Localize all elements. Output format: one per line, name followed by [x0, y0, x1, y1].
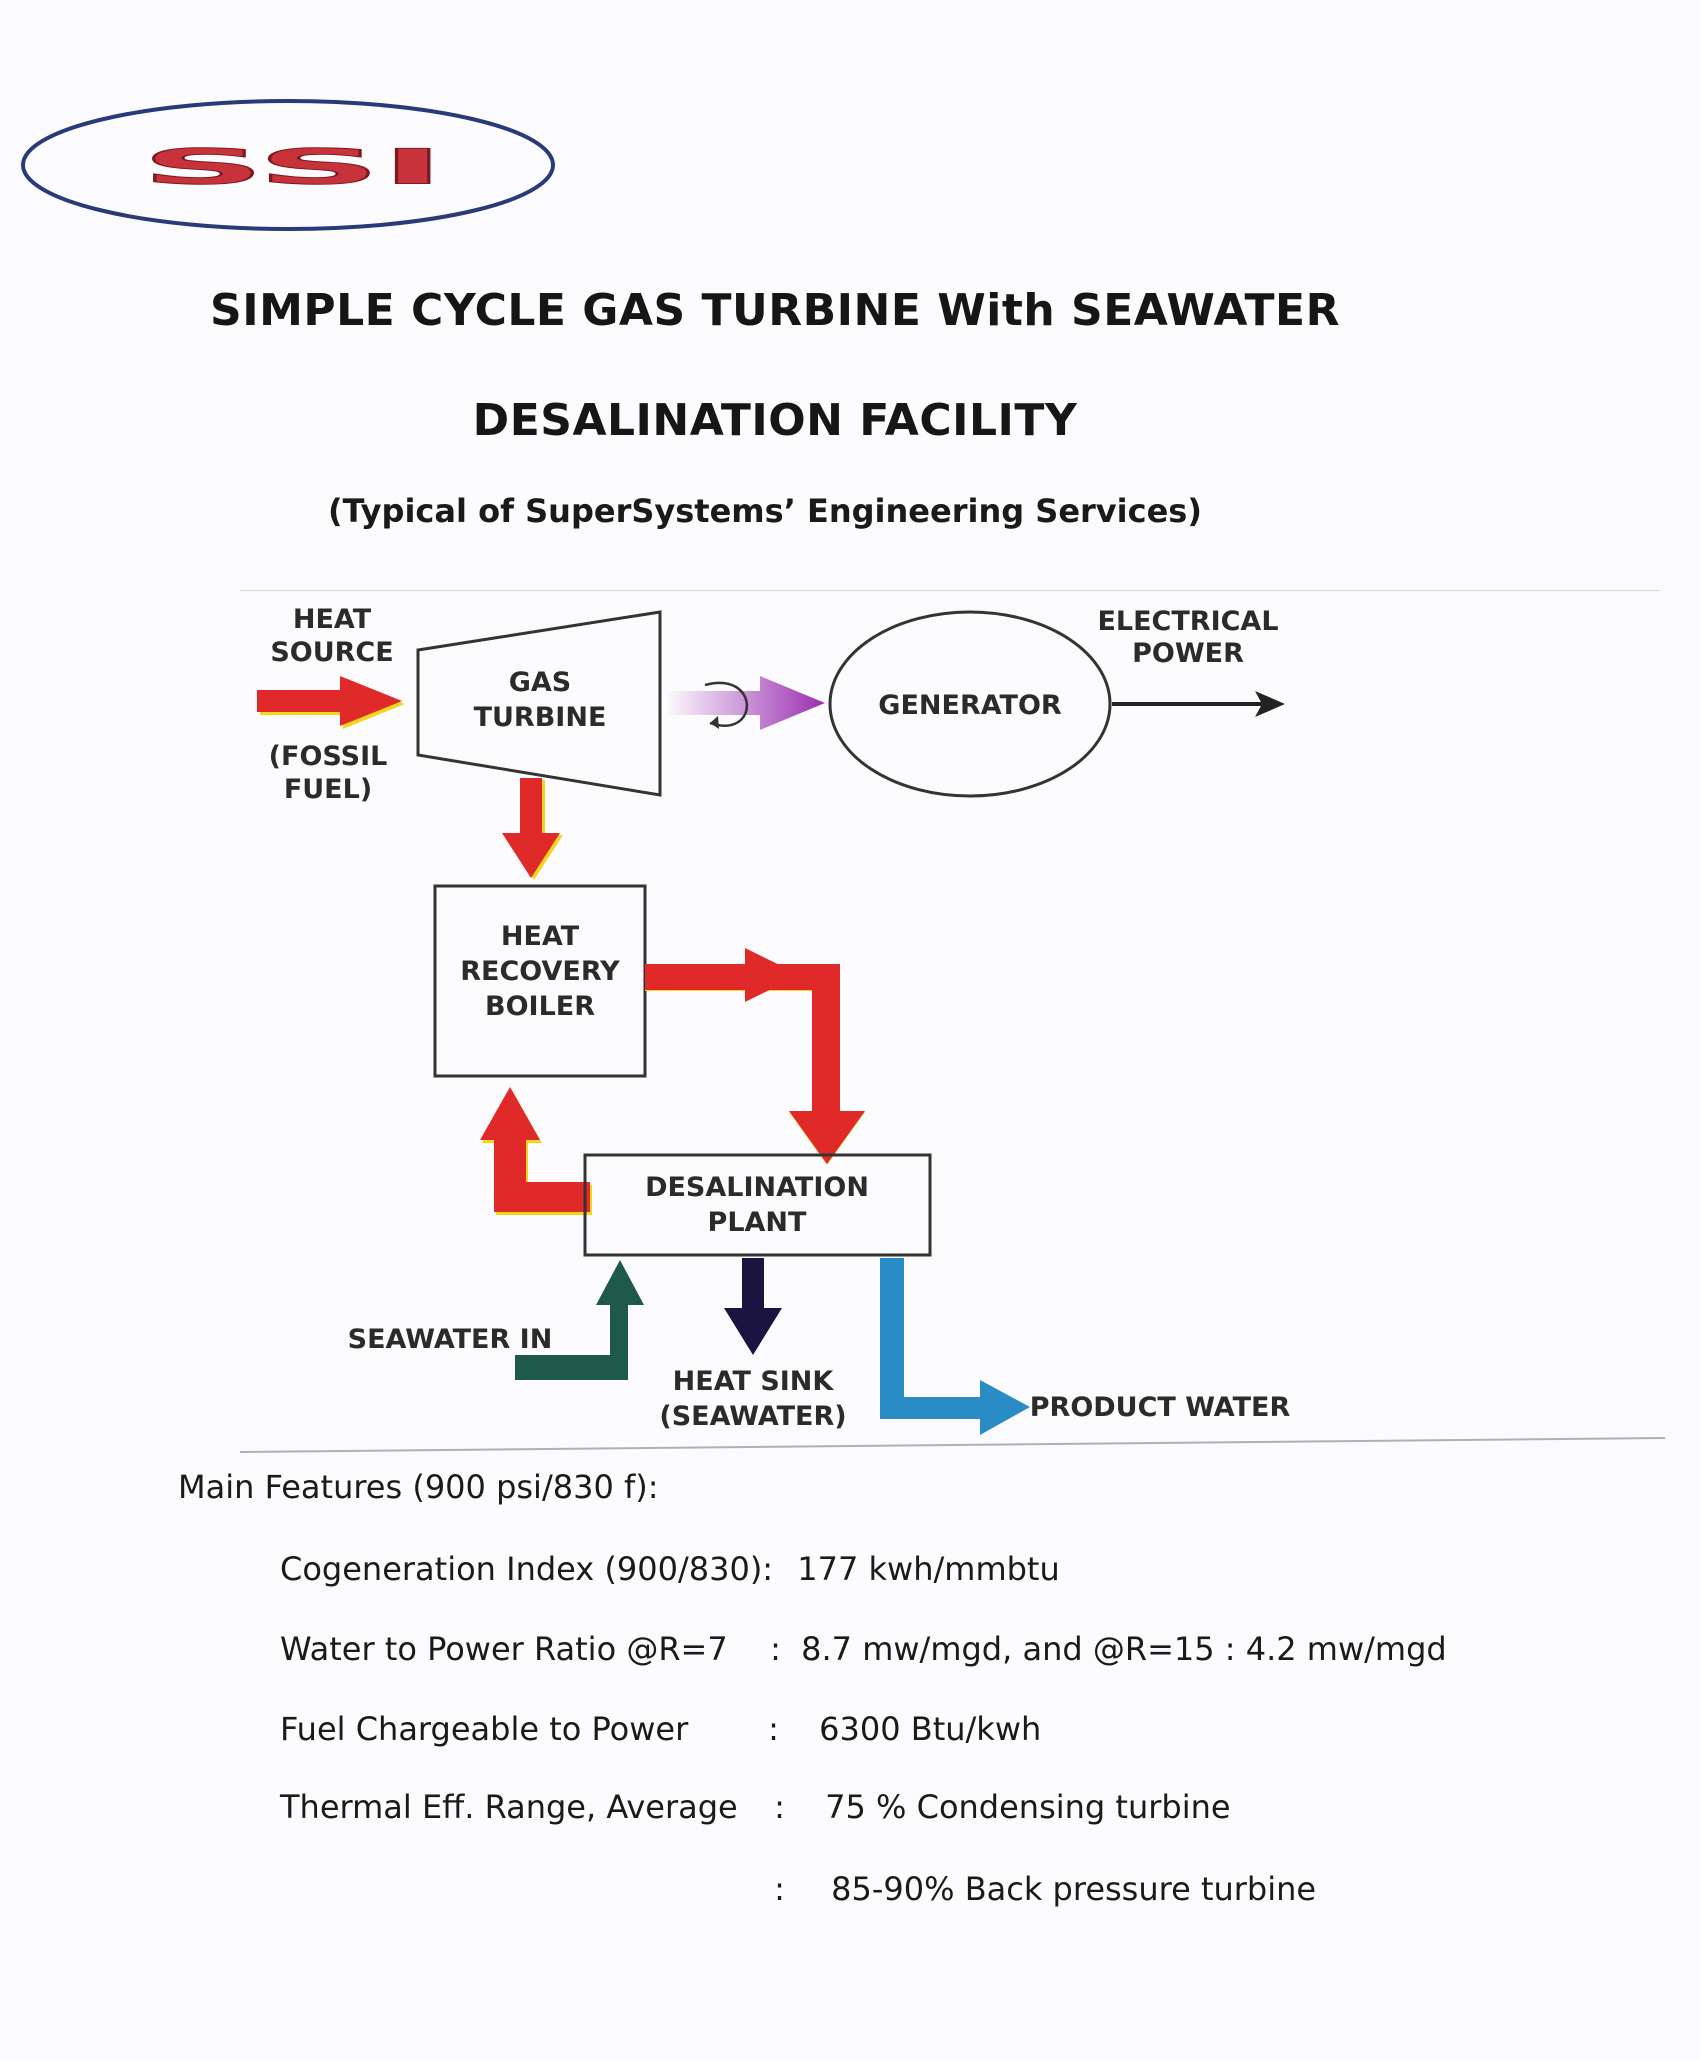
feature-separator: : [774, 1788, 785, 1826]
feature-row-thermal-eff-2: : 85-90% Back pressure turbine [280, 1870, 1316, 1908]
desalination-plant-label-2: PLANT [708, 1207, 807, 1238]
desalination-plant-label-1: DESALINATION [645, 1172, 869, 1203]
steam-arrow [645, 948, 865, 1165]
page-title-line1: SIMPLE CYCLE GAS TURBINE With SEAWATER [210, 285, 1340, 336]
product-water-label: PRODUCT WATER [1030, 1392, 1291, 1423]
feature-row-thermal-eff: Thermal Eff. Range, Average : 75 % Conde… [280, 1788, 1231, 1826]
heat-recovery-boiler-label-2: RECOVERY [460, 956, 620, 987]
process-diagram: HEAT SOURCE (FOSSIL FUEL) GAS TURBINE GE… [240, 590, 1666, 1453]
feature-separator: : [770, 1630, 781, 1668]
page-title-line2: DESALINATION FACILITY [472, 395, 1078, 446]
condensate-return-arrow [480, 1087, 592, 1215]
gas-turbine-label-1: GAS [509, 667, 572, 698]
feature-value: 85-90% Back pressure turbine [831, 1870, 1317, 1908]
heat-recovery-boiler-label-3: BOILER [485, 991, 595, 1022]
gas-turbine-shape [416, 610, 662, 797]
ssi-logo: SSI [21, 99, 555, 231]
heat-sink-label-2: (SEAWATER) [659, 1401, 846, 1432]
feature-label: Water to Power Ratio @R=7 [280, 1630, 728, 1668]
shaft-arrow [662, 676, 825, 730]
feature-label: Cogeneration Index (900/830): [280, 1550, 774, 1588]
feature-value: 177 kwh/mmbtu [797, 1550, 1060, 1588]
fossil-fuel-label-1: (FOSSIL [269, 741, 388, 772]
feature-label: Thermal Eff. Range, Average [280, 1788, 738, 1826]
feature-separator: : [774, 1870, 785, 1908]
feature-value: 6300 Btu/kwh [819, 1710, 1042, 1748]
heat-sink-label-1: HEAT SINK [673, 1366, 835, 1397]
generator-label: GENERATOR [878, 690, 1062, 721]
heat-source-label-2: SOURCE [270, 637, 393, 668]
feature-row-water-power: Water to Power Ratio @R=7 : 8.7 mw/mgd, … [280, 1630, 1447, 1668]
electrical-power-arrow [1112, 691, 1285, 717]
feature-value: 75 % Condensing turbine [825, 1788, 1231, 1826]
feature-value: 8.7 mw/mgd, and @R=15 : 4.2 mw/mgd [801, 1630, 1447, 1668]
logo-text: SSI [141, 139, 444, 195]
rotation-icon [704, 681, 749, 727]
heat-source-label-1: HEAT [293, 604, 372, 635]
seawater-in-label: SEAWATER IN [348, 1324, 553, 1355]
exhaust-arrow [502, 778, 563, 880]
diagram-bottom-border [240, 1437, 1666, 1453]
electrical-power-label-2: POWER [1132, 638, 1244, 669]
desalination-plant-shape [583, 1153, 932, 1257]
electrical-power-label-1: ELECTRICAL [1097, 606, 1278, 637]
logo-ellipse [21, 99, 555, 231]
feature-row-fuel: Fuel Chargeable to Power : 6300 Btu/kwh [280, 1710, 1041, 1748]
heat-recovery-boiler-label-1: HEAT [501, 921, 580, 952]
gas-turbine-label-2: TURBINE [474, 702, 607, 733]
page-subtitle: (Typical of SuperSystems’ Engineering Se… [328, 492, 1202, 530]
generator-shape [828, 610, 1112, 798]
feature-separator: : [768, 1710, 779, 1748]
heat-sink-arrow [724, 1258, 782, 1355]
fossil-fuel-label-2: FUEL) [284, 774, 372, 805]
feature-row-cogeneration: Cogeneration Index (900/830): 177 kwh/mm… [280, 1550, 1060, 1588]
heat-source-arrow [257, 676, 405, 729]
features-heading: Main Features (900 psi/830 f): [178, 1468, 659, 1506]
seawater-in-arrow [515, 1260, 644, 1380]
feature-label: Fuel Chargeable to Power [280, 1710, 689, 1748]
product-water-arrow [880, 1258, 1030, 1435]
